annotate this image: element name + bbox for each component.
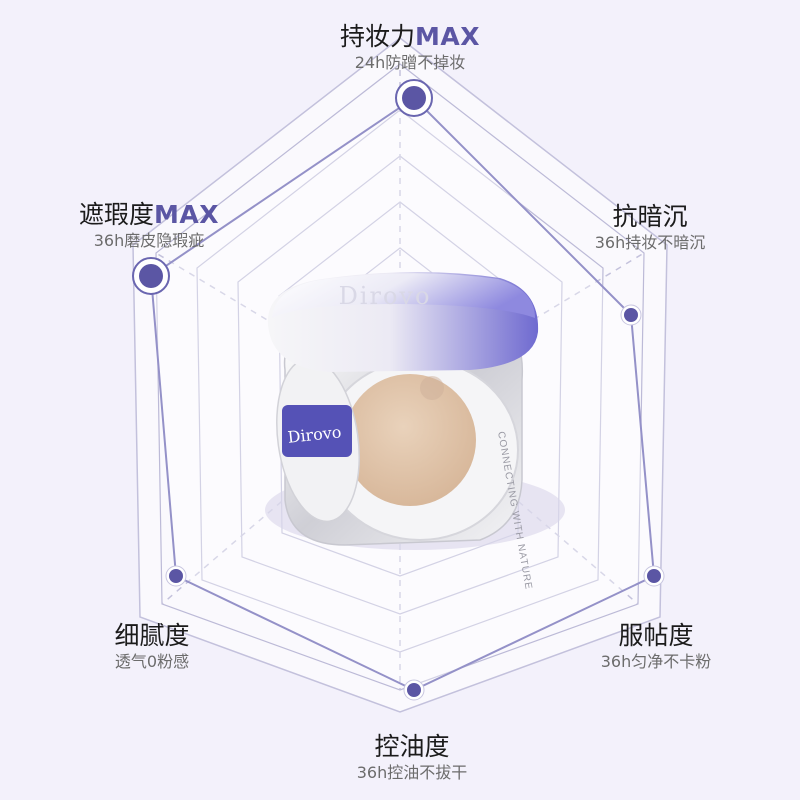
label-subtitle: 36h控油不拔干 (356, 763, 468, 782)
label-xinidu: 细腻度 透气0粉感 (62, 621, 242, 673)
label-title: 控油度 (322, 732, 502, 762)
label-subtitle: 36h匀净不卡粉 (600, 652, 712, 671)
radar-points (132, 79, 665, 701)
powder-pan (344, 374, 476, 506)
label-chizhuangli: 持妆力MAX 24h防蹭不掉妆 (300, 22, 520, 74)
label-kongyoudu: 控油度 36h控油不拔干 (322, 732, 502, 784)
label-subtitle: 36h磨皮隐瑕疵 (93, 231, 205, 250)
point-zhexia-dot (139, 264, 163, 288)
point-futie-dot (647, 569, 661, 583)
label-title-text: 抗暗沉 (612, 202, 688, 231)
point-xini-dot (169, 569, 183, 583)
label-title: 抗暗沉 (560, 202, 740, 232)
max-badge: MAX (415, 22, 481, 51)
radar-ring-3 (237, 155, 563, 615)
label-subtitle: 透气0粉感 (114, 652, 190, 671)
label-subtitle: 24h防蹭不掉妆 (354, 53, 466, 72)
label-title-text: 遮瑕度 (78, 200, 154, 229)
label-zhexiadu: 遮瑕度MAX 36h磨皮隐瑕疵 (44, 200, 254, 252)
label-title-text: 细腻度 (114, 621, 190, 650)
label-title: 持妆力MAX (300, 22, 520, 52)
label-futiedu: 服帖度 36h匀净不卡粉 (566, 621, 746, 673)
label-kanganchen: 抗暗沉 36h持妆不暗沉 (560, 202, 740, 254)
cushion-compact-image: CONNECTING WITH NATURE Dirovo Dirovo (265, 272, 565, 591)
label-title-text: 服帖度 (618, 621, 694, 650)
lid-logo: Dirovo (339, 282, 432, 310)
max-badge: MAX (154, 200, 220, 229)
label-title: 服帖度 (566, 621, 746, 651)
label-title: 细腻度 (62, 621, 242, 651)
point-kongyou-dot (407, 683, 421, 697)
label-subtitle: 36h持妆不暗沉 (594, 233, 706, 252)
label-title: 遮瑕度MAX (44, 200, 254, 230)
label-title-text: 持妆力 (339, 22, 415, 51)
label-title-text: 控油度 (374, 732, 450, 761)
point-kanganchen-dot (624, 308, 638, 322)
point-chizhuang-dot (402, 86, 426, 110)
